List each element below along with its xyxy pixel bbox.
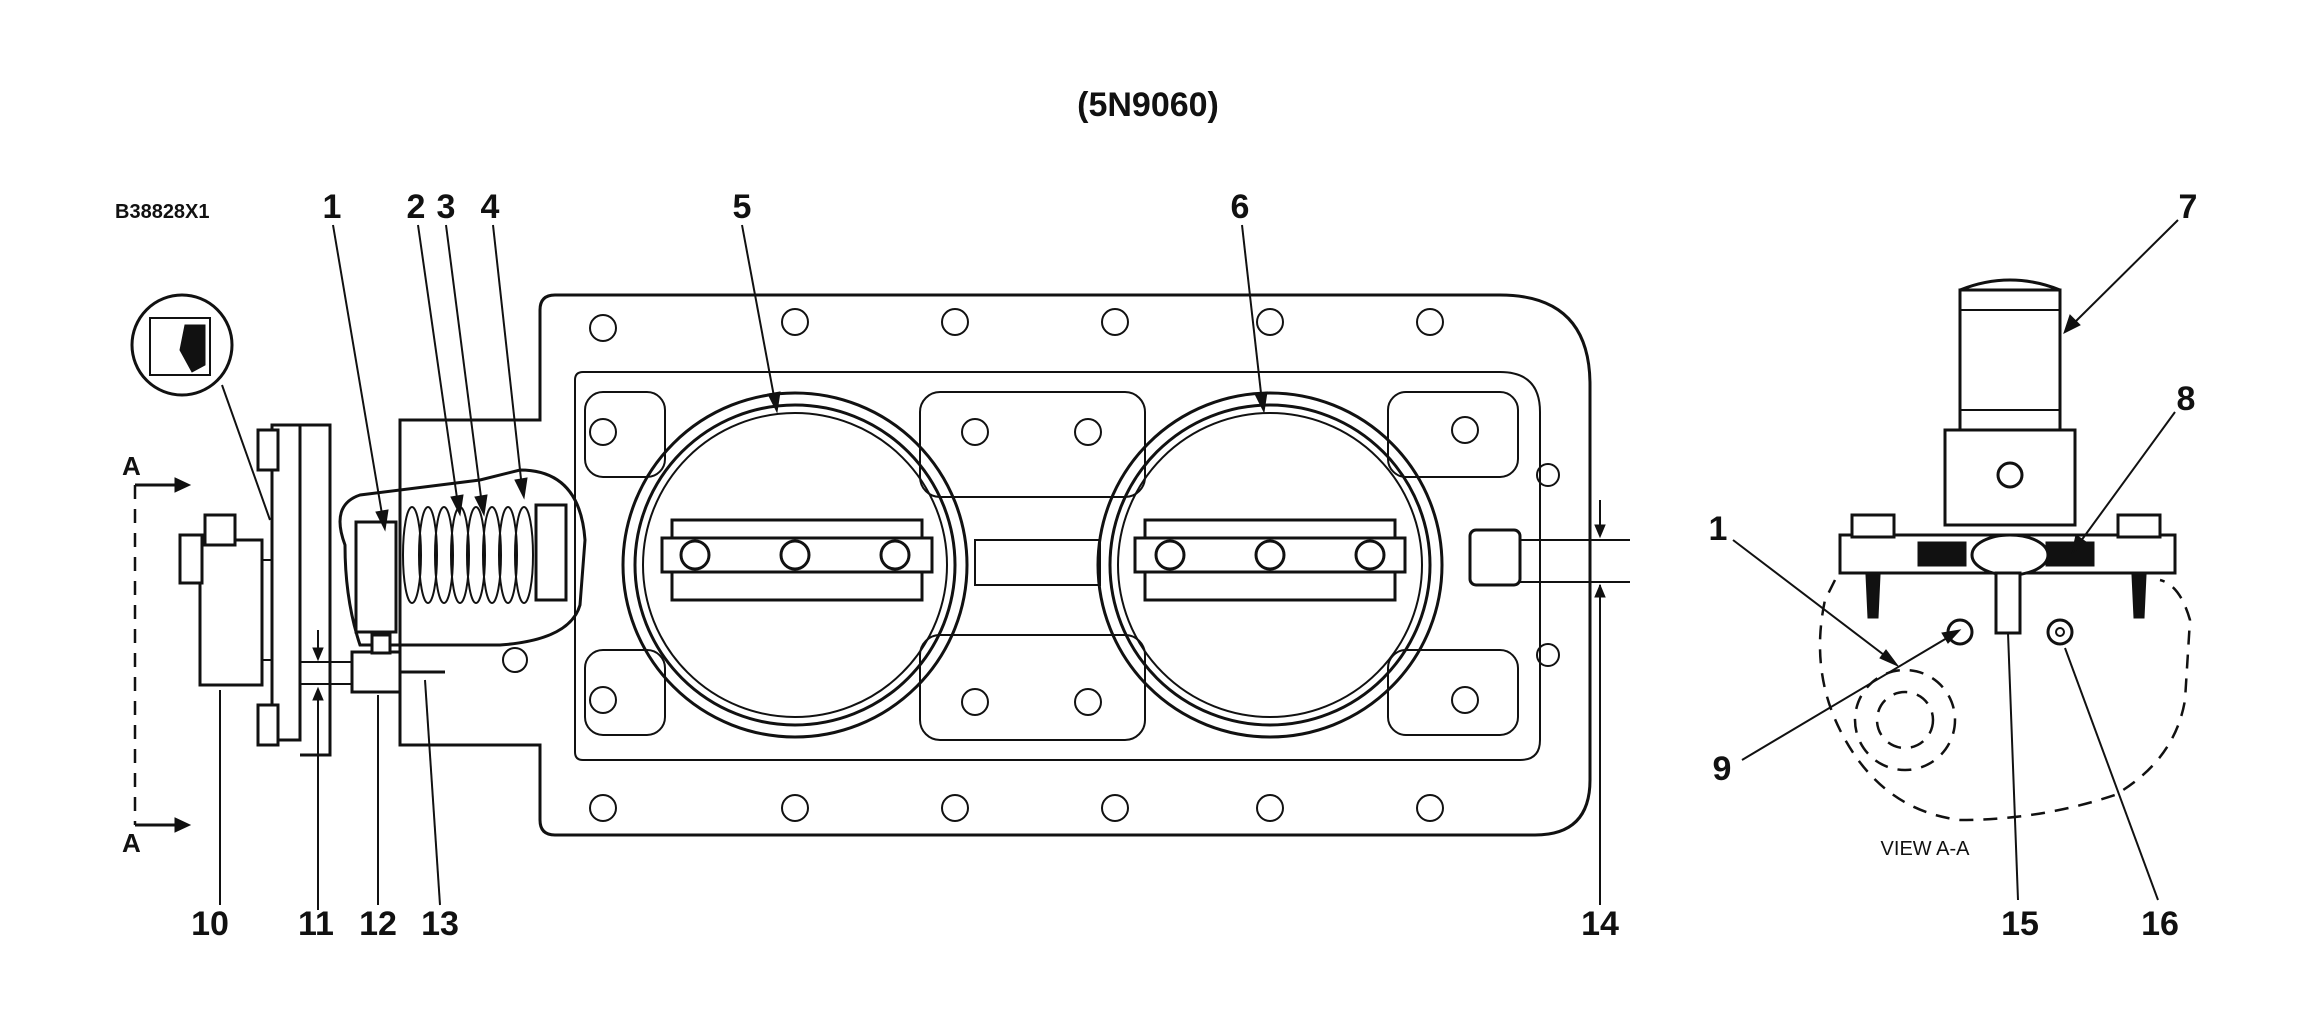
section-marker-top: A bbox=[122, 451, 141, 481]
end-cover bbox=[178, 423, 332, 757]
section-marker-bottom: A bbox=[122, 828, 141, 858]
butterfly-valve-left bbox=[621, 391, 969, 739]
housing bbox=[398, 293, 1592, 837]
callout-6: 6 bbox=[1231, 188, 1250, 226]
callout-14: 14 bbox=[1581, 905, 1619, 943]
callout-8: 8 bbox=[2177, 380, 2196, 418]
callout-5: 5 bbox=[733, 188, 752, 226]
leader-lines bbox=[219, 219, 2179, 906]
callout-3: 3 bbox=[437, 188, 456, 226]
callout-9: 9 bbox=[1713, 750, 1732, 788]
callout-7: 7 bbox=[2179, 188, 2198, 226]
callout-13: 13 bbox=[421, 905, 459, 943]
callout-4: 4 bbox=[481, 188, 500, 226]
callout-2: 2 bbox=[407, 188, 426, 226]
callout-1: 1 bbox=[323, 188, 342, 226]
section-line-aa: A A bbox=[122, 451, 192, 858]
callout-12: 12 bbox=[359, 905, 397, 943]
callout-10: 10 bbox=[191, 905, 229, 943]
drawing-title: (5N9060) bbox=[1077, 86, 1219, 124]
detail-inset bbox=[130, 293, 271, 521]
butterfly-valve-right bbox=[1096, 391, 1444, 739]
dimension-marks bbox=[312, 500, 1606, 910]
callout-15: 15 bbox=[2001, 905, 2039, 943]
figure-reference: B38828X1 bbox=[115, 201, 210, 223]
bolt-holes bbox=[502, 308, 1560, 822]
spring-coils bbox=[402, 506, 534, 604]
callout-1-view-aa: 1 bbox=[1709, 510, 1728, 548]
view-aa: VIEW A-A bbox=[1818, 278, 2192, 860]
callout-16: 16 bbox=[2141, 905, 2179, 943]
spring-assembly bbox=[300, 468, 587, 694]
callout-11: 11 bbox=[298, 905, 334, 943]
callout-labels: 1 2 3 4 5 6 7 8 9 10 11 12 13 14 15 16 1 bbox=[191, 188, 2197, 943]
view-aa-label: VIEW A-A bbox=[1881, 838, 1971, 860]
shaft-end-fitting bbox=[1468, 528, 1630, 587]
